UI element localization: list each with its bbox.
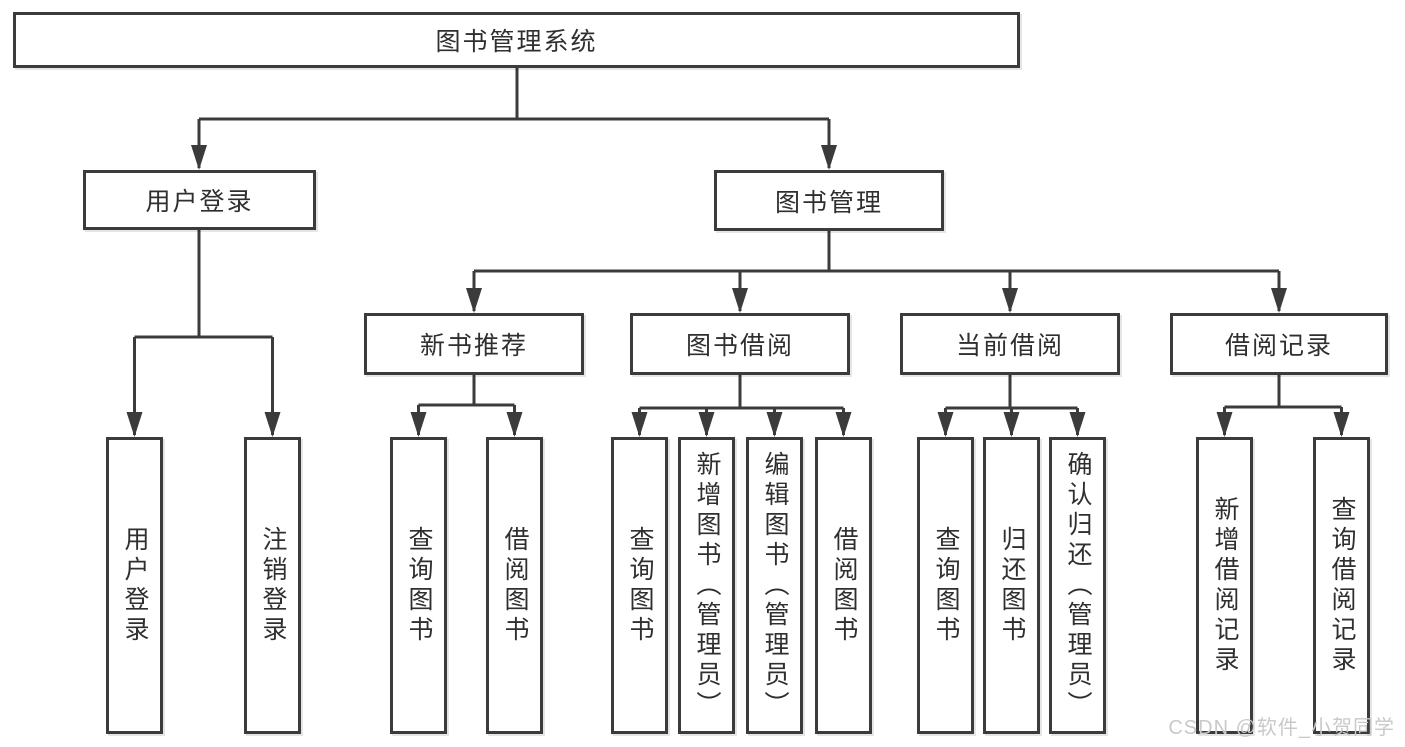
leaf-edit-books-admin: 编辑图书（管理员） [746, 437, 803, 734]
node-borrowing-records: 借阅记录 [1170, 313, 1388, 375]
leaf-query-books-3: 查询图书 [917, 437, 974, 734]
arrow-down-icon [631, 412, 648, 437]
arrow-down-icon [698, 412, 715, 437]
csdn-watermark: CSDN @软件_小贺同学 [1168, 717, 1395, 739]
node-label: 用户登录 [121, 525, 149, 646]
arrow-down-icon [264, 412, 281, 437]
arrow-down-icon [506, 412, 523, 437]
node-label: 图书借阅 [685, 332, 794, 360]
node-label: 借阅图书 [830, 525, 858, 646]
node-label: 编辑图书（管理员） [761, 450, 789, 721]
leaf-user-login: 用户登录 [106, 437, 163, 734]
arrow-down-icon [937, 412, 954, 437]
node-label: 用户登录 [145, 188, 254, 216]
arrow-down-icon [191, 145, 207, 170]
arrow-down-icon [1002, 288, 1018, 313]
leaf-query-borrow-record: 查询借阅记录 [1313, 437, 1370, 734]
leaf-confirm-return-admin: 确认归还（管理员） [1049, 437, 1106, 734]
arrow-down-icon [466, 288, 482, 313]
arrow-down-icon [821, 145, 837, 170]
node-label: 当前借阅 [955, 332, 1064, 360]
node-label: 查询图书 [626, 525, 654, 646]
leaf-return-books: 归还图书 [983, 437, 1040, 734]
node-label: 新增借阅记录 [1211, 495, 1239, 676]
leaf-borrow-books-2: 借阅图书 [815, 437, 872, 734]
node-book-borrowing: 图书借阅 [630, 313, 850, 375]
arrow-down-icon [1069, 412, 1086, 437]
node-label: 新增图书（管理员） [693, 450, 721, 721]
node-label: 查询图书 [932, 525, 960, 646]
arrow-down-icon [766, 412, 783, 437]
node-label: 注销登录 [259, 525, 287, 646]
arrow-down-icon [1333, 412, 1350, 437]
node-label: 查询借阅记录 [1328, 495, 1356, 676]
node-label: 新书推荐 [419, 332, 528, 360]
node-library-management-system: 图书管理系统 [13, 12, 1020, 68]
node-user-login: 用户登录 [83, 170, 316, 230]
node-label: 图书管理系统 [435, 28, 598, 56]
connector-path [133, 68, 1343, 435]
arrow-down-icon [1003, 412, 1020, 437]
leaf-add-borrow-record: 新增借阅记录 [1196, 437, 1253, 734]
leaf-borrow-books: 借阅图书 [486, 437, 543, 734]
arrow-down-icon [410, 412, 427, 437]
leaf-query-books: 查询图书 [390, 437, 447, 734]
leaf-query-books-2: 查询图书 [611, 437, 668, 734]
arrow-down-icon [1216, 412, 1233, 437]
arrowhead-icons [126, 145, 1350, 437]
leaf-add-books-admin: 新增图书（管理员） [678, 437, 735, 734]
leaf-logout: 注销登录 [244, 437, 301, 734]
node-book-management: 图书管理 [714, 170, 944, 231]
arrow-down-icon [126, 412, 143, 437]
node-label: 确认归还（管理员） [1064, 450, 1092, 721]
node-label: 借阅记录 [1224, 332, 1333, 360]
node-label: 归还图书 [998, 525, 1026, 646]
arrow-down-icon [835, 412, 852, 437]
node-current-borrowing: 当前借阅 [900, 313, 1120, 375]
node-new-book-recommend: 新书推荐 [364, 313, 584, 375]
arrow-down-icon [1271, 288, 1287, 313]
node-label: 图书管理 [774, 188, 883, 217]
node-label: 查询图书 [405, 525, 433, 646]
arrow-down-icon [732, 288, 748, 313]
node-label: 借阅图书 [501, 525, 529, 646]
